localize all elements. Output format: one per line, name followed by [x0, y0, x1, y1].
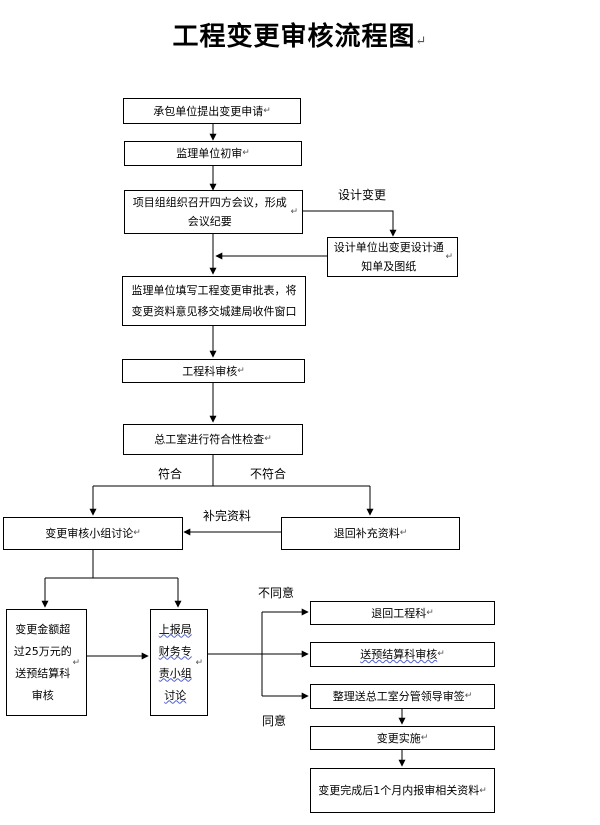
page-title: 工程变更审核流程图↵: [172, 22, 428, 52]
paragraph-mark: ↵: [415, 34, 428, 49]
box-supervisor-review: 监理单位初审↵: [124, 141, 302, 166]
box-engineering-review: 工程科审核↵: [122, 359, 305, 383]
label-design-change: 设计变更: [338, 188, 387, 202]
box-finance-group: 上报局财务专责小组讨论↵: [150, 609, 208, 716]
box-contractor-application: 承包单位提出变更申请↵: [123, 98, 301, 124]
box-return-engineering: 退回工程科↵: [310, 601, 495, 625]
box-compliance-check: 总工室进行符合性检查↵: [123, 424, 303, 455]
box-leader-sign: 整理送总工室分管领导审签↵: [310, 684, 495, 709]
arrow-b3-b4: [303, 210, 397, 237]
label-conform: 符合: [158, 467, 183, 481]
label-disagree: 不同意: [258, 586, 295, 600]
box-design-notice: 设计单位出变更设计通知单及图纸↵: [327, 237, 458, 277]
box-approval-form: 监理单位填写工程变更审批表，将变更资料意见移交城建局收件窗口: [122, 276, 306, 326]
label-agree: 同意: [262, 714, 287, 728]
box-amount-over-limit: 变更金额超过25万元的送预结算科审核↵: [6, 609, 87, 716]
label-supplement: 补完资料: [203, 509, 252, 523]
box-submit-materials: 变更完成后1个月内报审相关资料↵: [310, 768, 495, 813]
box-return-supplement: 退回补充资料↵: [281, 517, 460, 550]
box-budget-review: 送预结算科审核↵: [310, 642, 495, 667]
label-not-conform: 不符合: [250, 467, 287, 481]
box-implementation: 变更实施↵: [310, 726, 495, 750]
box-change-review-group: 变更审核小组讨论↵: [3, 517, 183, 550]
box-four-party-meeting: 项目组组织召开四方会议，形成会议纪要↵: [124, 190, 303, 234]
